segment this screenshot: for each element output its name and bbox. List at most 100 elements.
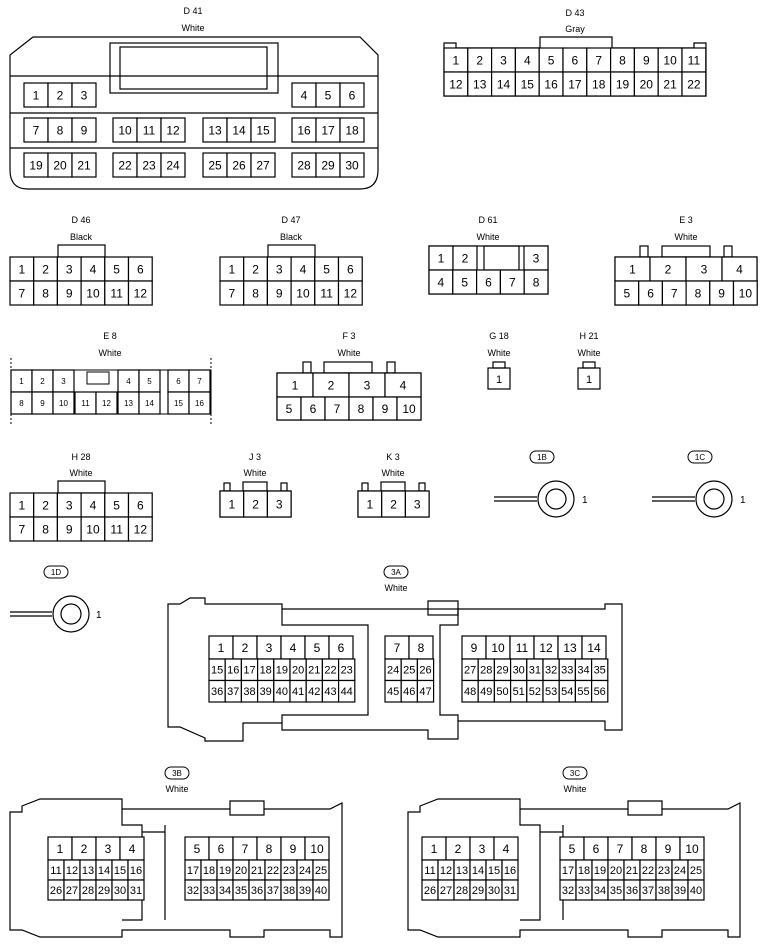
e8-pin-7: 7 — [197, 377, 202, 386]
j3-pin-1: 1 — [229, 497, 236, 511]
d46-pin-10: 10 — [86, 286, 100, 300]
c3c-pin-26: 26 — [424, 885, 436, 897]
e8-pin-9: 9 — [40, 399, 45, 408]
j3-name: J 3 — [249, 452, 261, 462]
d41-pin-15: 15 — [256, 123, 270, 137]
d41-pin-cell — [339, 117, 365, 143]
d41-pin-25: 25 — [208, 158, 222, 172]
d41-pin-6: 6 — [349, 88, 356, 102]
c3b-pin-1: 1 — [57, 842, 64, 856]
d47-pin-3: 3 — [276, 262, 283, 276]
h28-pin-2: 2 — [42, 498, 49, 512]
d41-pin-4: 4 — [301, 88, 308, 102]
f3-pin-6: 6 — [310, 402, 317, 416]
c3a-pin-34: 34 — [577, 665, 589, 677]
d41-pin-19: 19 — [29, 158, 43, 172]
e8-pin-cell — [138, 391, 161, 415]
d43-pin-18: 18 — [592, 77, 606, 91]
d41-pin-3: 3 — [81, 88, 88, 102]
d41-pin-26: 26 — [232, 158, 246, 172]
d61-name: D 61 — [478, 215, 497, 225]
c3c-pin-14: 14 — [472, 865, 484, 877]
ground-1b-pin: 1 — [582, 495, 588, 506]
ground-1c-label: 1C — [695, 453, 705, 462]
d61-pin-8: 8 — [533, 275, 540, 289]
c3b-pin-9: 9 — [290, 842, 297, 856]
d43-pin-16: 16 — [544, 77, 558, 91]
c3c-color: White — [563, 784, 586, 794]
d47-pin-11: 11 — [320, 286, 333, 300]
e8-pin-cell — [188, 391, 211, 415]
d43-color: Gray — [565, 24, 585, 34]
ground-1d-label: 1D — [51, 568, 61, 577]
c3c-pin-9: 9 — [665, 842, 672, 856]
e8-pin-4: 4 — [126, 377, 131, 386]
f3-pin-cell — [396, 396, 422, 421]
c3b-pin-18: 18 — [203, 865, 215, 877]
c3b-housing — [9, 798, 343, 938]
ground-1b-label: 1B — [537, 453, 547, 462]
f3-pin-cell — [384, 372, 422, 398]
c3a-pin-29: 29 — [496, 665, 508, 677]
c3a-pin-18: 18 — [260, 665, 272, 677]
j3-pin-3: 3 — [276, 497, 283, 511]
e3-pin-3: 3 — [701, 262, 708, 276]
d41-pin-14: 14 — [232, 123, 246, 137]
c3a-pin-8: 8 — [418, 641, 425, 655]
d41-pin-17: 17 — [321, 123, 335, 137]
c3b-pin-cell — [127, 879, 145, 901]
d41-pin-cell — [47, 152, 73, 178]
d43-pin-4: 4 — [524, 53, 531, 67]
d61-pin-6: 6 — [485, 275, 492, 289]
d43-pin-cell — [681, 71, 707, 97]
d61-pin-4: 4 — [438, 275, 445, 289]
c3a-pin-44: 44 — [341, 686, 353, 698]
c3a-pin-28: 28 — [480, 665, 492, 677]
h28-pin-4: 4 — [90, 498, 97, 512]
h28-pin-5: 5 — [113, 498, 120, 512]
c3a-name: 3A — [391, 568, 401, 577]
d47-name: D 47 — [281, 215, 300, 225]
d41-pin-cell — [112, 152, 138, 178]
d41-pin-9: 9 — [81, 123, 88, 137]
c3b-pin-10: 10 — [310, 842, 324, 856]
c3a-pin-37: 37 — [227, 686, 239, 698]
c3a-pin-5: 5 — [314, 641, 321, 655]
c3c-pin-40: 40 — [690, 885, 702, 897]
d46-pin-5: 5 — [113, 262, 120, 276]
d61-pin-cell — [523, 245, 549, 271]
d43-pin-15: 15 — [521, 77, 535, 91]
d41-pin-11: 11 — [143, 123, 156, 137]
d41-pin-28: 28 — [297, 158, 311, 172]
h21-name: H 21 — [579, 331, 598, 341]
d46-pin-cell — [127, 280, 153, 306]
d41-pin-1: 1 — [33, 88, 40, 102]
c3a-housing — [167, 597, 623, 742]
f3-name: F 3 — [342, 331, 355, 341]
c3a-pin-42: 42 — [308, 686, 320, 698]
d41-pin-cell — [315, 152, 341, 178]
d47-pin-7: 7 — [229, 286, 236, 300]
c3b-pin-33: 33 — [203, 885, 215, 897]
d41-pin-29: 29 — [321, 158, 335, 172]
d47-pin-4: 4 — [300, 262, 307, 276]
c3a-pin-13: 13 — [563, 641, 577, 655]
c3a-pin-55: 55 — [577, 686, 589, 698]
h28-pin-8: 8 — [42, 522, 49, 536]
d41-pin-cell — [250, 117, 276, 143]
d41-color: White — [181, 23, 204, 33]
c3a-pin-32: 32 — [545, 665, 557, 677]
c3c-pin-15: 15 — [488, 865, 500, 877]
c3b-pin-36: 36 — [251, 885, 263, 897]
d46-pin-8: 8 — [42, 286, 49, 300]
c3a-color: White — [384, 583, 407, 593]
c3b-pin-37: 37 — [267, 885, 279, 897]
c3c-pin-3: 3 — [479, 842, 486, 856]
c3c-pin-cell — [501, 879, 519, 901]
e8-pin-5: 5 — [147, 377, 152, 386]
c3a-pin-43: 43 — [324, 686, 336, 698]
d47-pin-2: 2 — [252, 262, 259, 276]
j3-pin-2: 2 — [252, 497, 259, 511]
c3c-pin-19: 19 — [594, 865, 606, 877]
k3-pin-1: 1 — [367, 497, 374, 511]
